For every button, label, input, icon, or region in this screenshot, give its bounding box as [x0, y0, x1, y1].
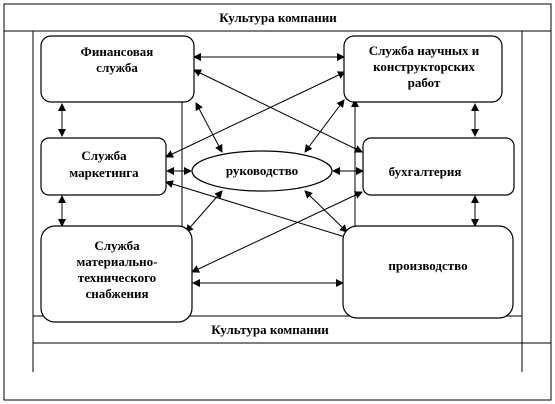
link-finance-management [195, 102, 223, 153]
node-supply-line-4: снабжения [86, 286, 149, 301]
node-marketing-line-2: маркетинга [69, 165, 139, 180]
link-production-management [304, 190, 348, 233]
link-research-management [304, 99, 345, 153]
node-supply-line-3: технического [78, 270, 156, 285]
link-research-marketing [165, 71, 346, 158]
node-management: руководство [191, 150, 333, 192]
node-research-line-1: Служба научных и [369, 43, 480, 58]
link-accounting-supply [191, 191, 363, 273]
footer-title: Культура компании [211, 322, 329, 337]
node-accounting: бухгалтерия [362, 137, 515, 196]
node-research-line-3: работ [408, 75, 441, 90]
node-marketing-line-1: Служба [81, 148, 127, 163]
node-production-label: производство [388, 258, 467, 273]
node-supply-line-1: Служба [94, 238, 140, 253]
node-production: производство [342, 225, 514, 319]
node-marketing: Служба маркетинга [40, 137, 167, 196]
node-accounting-label: бухгалтерия [389, 164, 462, 179]
header-title: Культура компании [219, 10, 337, 25]
node-management-label: руководство [226, 163, 298, 178]
connectors [58, 53, 479, 287]
node-supply-line-2: материально- [77, 254, 158, 269]
node-finance-line-2: служба [96, 60, 138, 75]
node-research-line-2: конструкторских [373, 59, 475, 74]
node-finance-line-1: Финансовая [81, 44, 154, 59]
link-finance-accounting [193, 69, 363, 153]
